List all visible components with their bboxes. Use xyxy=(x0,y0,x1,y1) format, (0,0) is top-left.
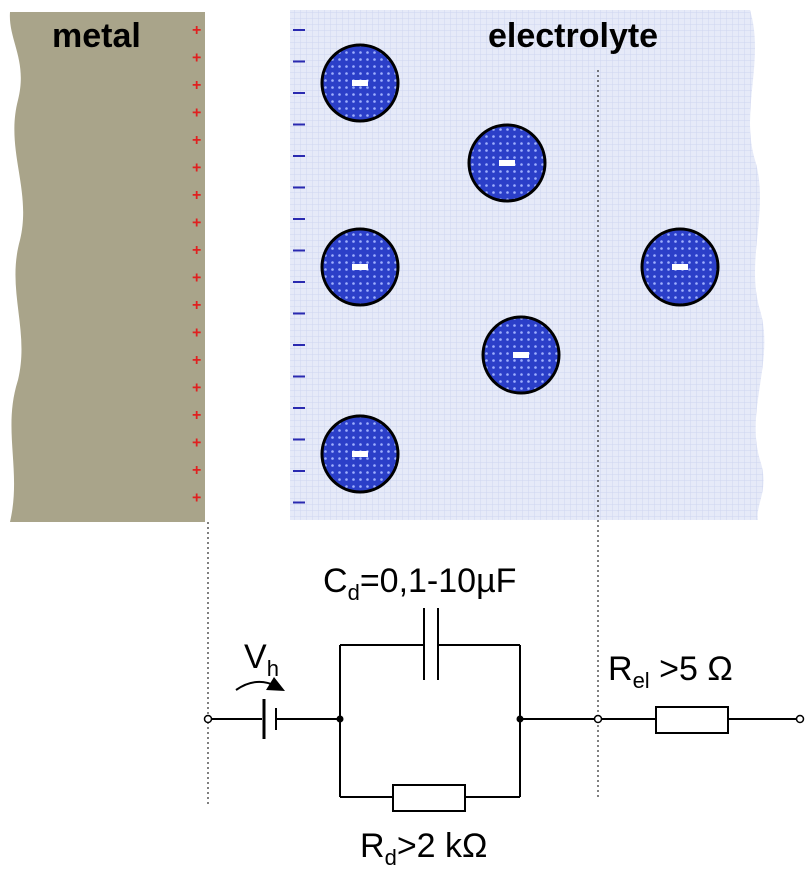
ion-minus-sign xyxy=(352,451,368,457)
resistor-el-symbol xyxy=(655,706,729,734)
ion-minus-sign xyxy=(352,264,368,270)
junction-node xyxy=(336,715,344,723)
plus-charge-sign: + xyxy=(192,242,201,259)
plus-charge-sign: + xyxy=(192,160,201,177)
negative-ion xyxy=(320,43,400,123)
electrolyte-surface-charges xyxy=(293,29,305,504)
plus-charge-sign: + xyxy=(192,50,201,67)
capacitor-label: Cd=0,1-10µF xyxy=(323,562,516,605)
metal-label: metal xyxy=(52,17,141,55)
negative-ion xyxy=(320,414,400,494)
metal-region xyxy=(9,12,206,522)
terminal-node xyxy=(203,714,213,724)
plus-charge-sign: + xyxy=(192,435,201,452)
plus-charge-sign: + xyxy=(192,187,201,204)
plus-charge-sign: + xyxy=(192,407,201,424)
plus-charge-sign: + xyxy=(192,215,201,232)
negative-ion xyxy=(640,227,720,307)
resistor-el-label: Rel >5 Ω xyxy=(608,650,733,693)
plus-charge-sign: + xyxy=(192,352,201,369)
ion-minus-sign xyxy=(672,264,688,270)
terminal-node xyxy=(593,714,603,724)
plus-charge-sign: + xyxy=(192,270,201,287)
plus-charge-sign: + xyxy=(192,462,201,479)
negative-ion xyxy=(320,227,400,307)
plus-charge-sign: + xyxy=(192,325,201,342)
plus-charge-sign: + xyxy=(192,380,201,397)
voltage-arrowhead-icon xyxy=(266,677,285,691)
terminal-node xyxy=(795,714,805,724)
plus-charge-sign: + xyxy=(192,297,201,314)
ions-group xyxy=(320,43,720,494)
voltage-source-symbol xyxy=(262,699,277,739)
electrolyte-label: electrolyte xyxy=(488,17,658,55)
voltage-source-label: Vh xyxy=(244,638,279,681)
ion-minus-sign xyxy=(499,160,515,166)
negative-ion xyxy=(467,123,547,203)
resistor-d-symbol xyxy=(392,784,466,812)
plus-charge-sign: + xyxy=(192,132,201,149)
plus-charge-sign: + xyxy=(192,77,201,94)
electrolyte-region xyxy=(290,10,765,520)
plus-charge-sign: + xyxy=(192,22,201,39)
negative-ion xyxy=(481,315,561,395)
metal-surface-charges: + + + + + + + + + + + + + + + + + + xyxy=(192,22,201,507)
capacitor-symbol xyxy=(423,608,439,680)
plus-charge-sign: + xyxy=(192,490,201,507)
junction-node xyxy=(516,715,524,723)
resistor-d-label: Rd>2 kΩ xyxy=(360,827,487,870)
ion-minus-sign xyxy=(513,352,529,358)
plus-charge-sign: + xyxy=(192,105,201,122)
ion-minus-sign xyxy=(352,80,368,86)
